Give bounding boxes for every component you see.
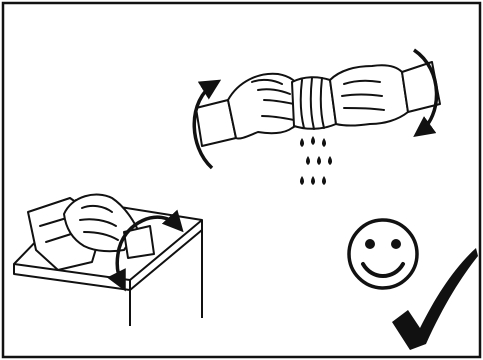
frame-border <box>3 3 480 357</box>
smiley-face-icon <box>349 220 417 288</box>
left-hand <box>228 74 302 139</box>
hands-twisting-cloth-icon <box>196 62 440 146</box>
water-drops-icon <box>300 136 332 185</box>
twisted-cloth <box>292 77 336 129</box>
